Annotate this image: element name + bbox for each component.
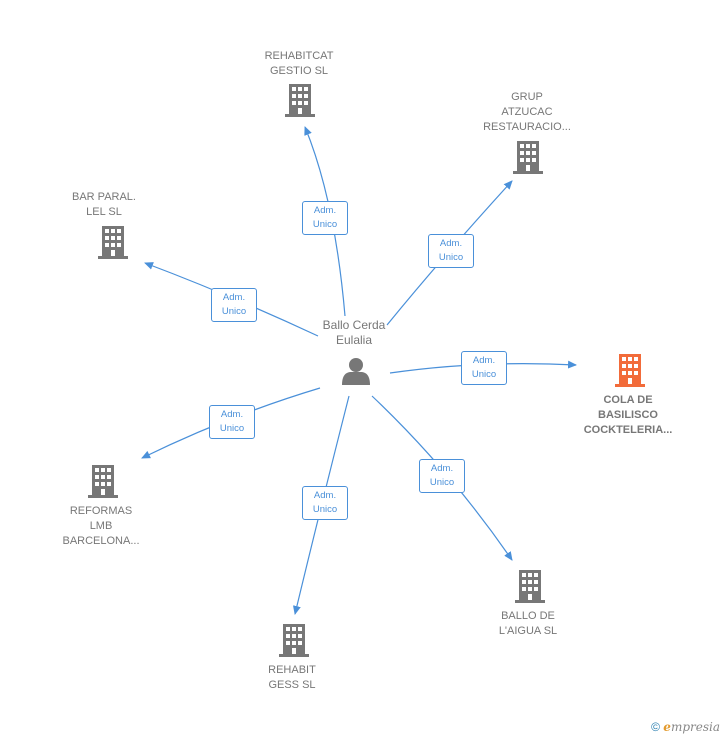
person-name[interactable]: Ballo Cerda Eulalia: [322, 318, 386, 347]
company-label-ballo[interactable]: BALLO DE L'AIGUA SL: [498, 610, 558, 637]
building-icon-reformas[interactable]: [88, 465, 118, 498]
building-icon-rehabit[interactable]: [279, 624, 309, 657]
building-icon-ballo[interactable]: [515, 570, 545, 603]
person-icon[interactable]: [342, 358, 370, 385]
role-label-rehabit: Adm. Unico: [302, 486, 348, 520]
company-label-rehabit[interactable]: REHABIT GESS SL: [268, 664, 316, 691]
role-label-ballo: Adm. Unico: [419, 459, 465, 493]
role-label-barparalel: Adm. Unico: [211, 288, 257, 322]
company-label-barparalel[interactable]: BAR PARAL. LEL SL: [72, 191, 136, 218]
role-label-reformas: Adm. Unico: [209, 405, 255, 439]
brand-logo-text: mpresia: [670, 720, 720, 734]
company-label-reformas[interactable]: REFORMAS LMB BARCELONA...: [62, 505, 140, 547]
building-icon-rehabitcat[interactable]: [285, 84, 315, 117]
company-label-rehabitcat[interactable]: REHABITCAT GESTIO SL: [264, 50, 334, 77]
building-icon-barparalel[interactable]: [98, 226, 128, 259]
brand-logo-initial: e: [663, 720, 671, 734]
company-label-grup[interactable]: GRUP ATZUCAC RESTAURACIO...: [483, 91, 571, 133]
footer-brand[interactable]: © empresia: [651, 720, 720, 734]
copyright-icon: ©: [651, 720, 660, 734]
role-label-grup: Adm. Unico: [428, 234, 474, 268]
role-label-rehabitcat: Adm. Unico: [302, 201, 348, 235]
company-label-cola[interactable]: COLA DE BASILISCO COCKTELERIA...: [583, 394, 673, 436]
building-icon-cola[interactable]: [615, 354, 645, 387]
role-label-cola: Adm. Unico: [461, 351, 507, 385]
building-icon-grup[interactable]: [513, 141, 543, 174]
